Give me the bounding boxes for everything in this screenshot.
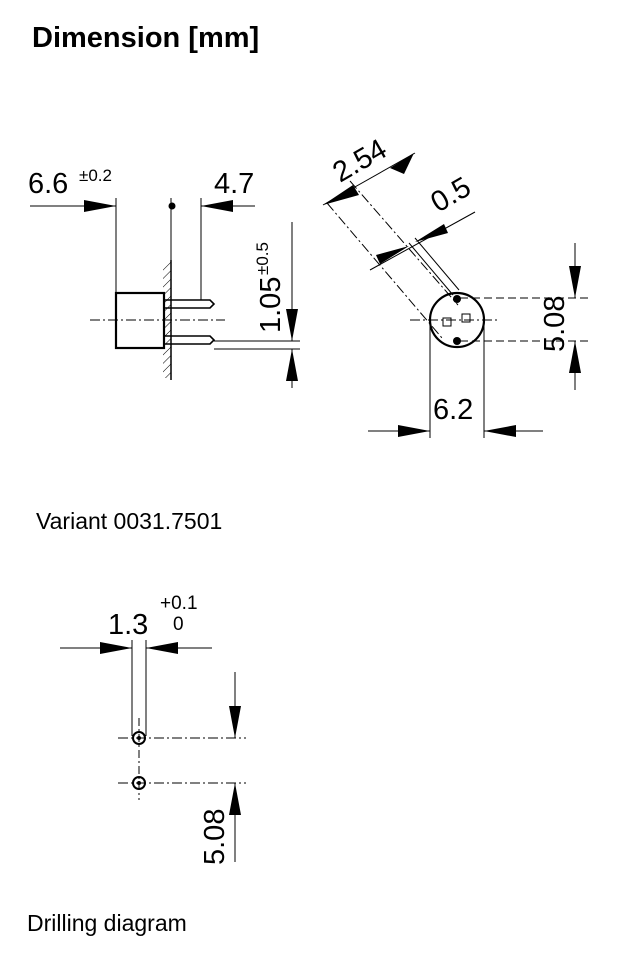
length-label: 6.6 [28, 168, 68, 200]
pin-diameter-label: 1.05 [255, 277, 287, 333]
variant-caption: Variant 0031.7501 [36, 508, 223, 534]
front-view [322, 152, 590, 438]
hole-tolerance-upper: +0.1 [160, 593, 198, 614]
pin-width-label: 0.5 [426, 171, 477, 219]
diameter-label: 6.2 [433, 394, 473, 426]
pin-contact-top [453, 295, 461, 303]
drilling-view [60, 640, 246, 862]
pin-diameter-tolerance-label: ±0.5 [253, 242, 272, 275]
pin-contact-bottom [453, 337, 461, 345]
pin-lower [164, 335, 216, 345]
length-tolerance-label: ±0.2 [79, 166, 112, 185]
hole-diameter-label: 1.3 [108, 609, 148, 641]
page-title: Dimension [mm] [32, 22, 260, 54]
pin-spacing-label: 5.08 [539, 296, 571, 352]
hole-spacing-label: 5.08 [199, 809, 231, 865]
pin-upper [164, 299, 216, 309]
pin-length-label: 4.7 [214, 168, 254, 200]
pitch-diagonal-label: 2.54 [328, 133, 393, 189]
hole-tolerance-lower: 0 [173, 614, 184, 635]
drilling-caption: Drilling diagram [27, 910, 187, 936]
side-view [30, 198, 300, 388]
